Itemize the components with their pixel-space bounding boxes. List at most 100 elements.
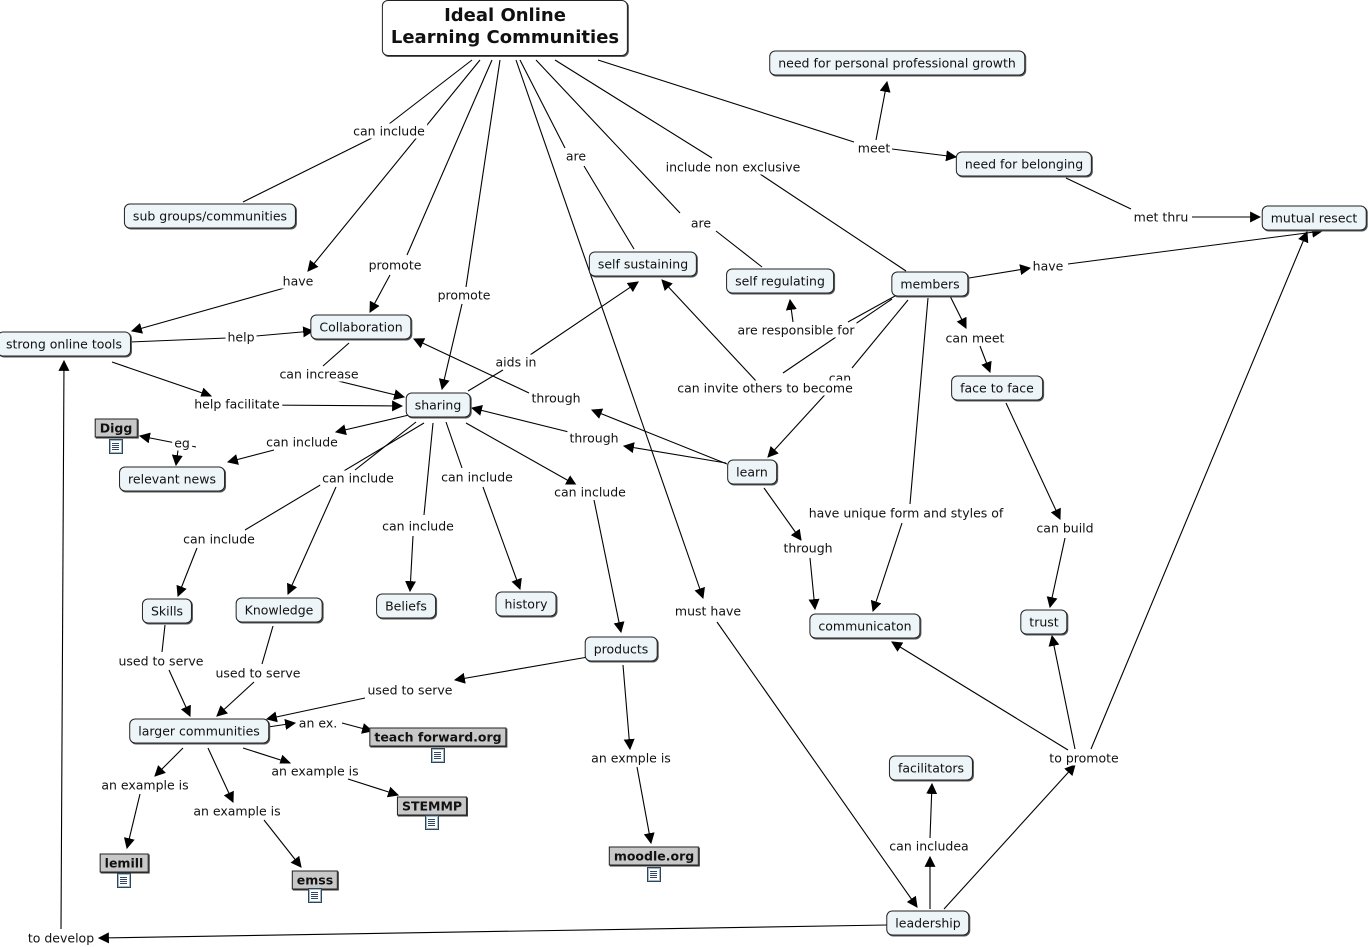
connector-line [465,59,501,288]
link-can-include: can include [264,434,340,450]
connector-line [261,625,274,665]
node-communication[interactable]: communicaton [809,613,921,639]
link-an-exmple-is: an exmple is [589,750,673,766]
connector-line [347,778,400,798]
connector-line [111,361,213,398]
link-can-include: can include [439,469,515,485]
connector-line [207,747,234,803]
link-an-example-is: an example is [191,803,283,819]
connector-line [465,422,577,486]
connector-line [636,766,655,845]
link-can-build: can build [1034,520,1096,536]
connector-line [168,669,191,718]
connector-line [334,414,410,436]
node-self-sustaining[interactable]: self sustaining [588,251,698,277]
connector-line [622,442,727,464]
connector-line [851,299,909,369]
node-sharing[interactable]: sharing [405,392,471,418]
connector-line [875,80,891,141]
connector-line [257,400,404,412]
connector-line [519,59,566,149]
node-leadership[interactable]: leadership [886,910,970,936]
connector-line [909,297,929,505]
link-promote: promote [366,257,424,273]
node-history[interactable]: history [495,591,557,617]
node-mutual-respect[interactable]: mutual resect [1261,205,1367,231]
node-self-regulating[interactable]: self regulating [726,268,834,294]
lemill-resource-icon[interactable] [117,873,131,888]
connector-line [1005,402,1061,520]
connector-line [307,59,481,272]
node-facilitators[interactable]: facilitators [888,755,974,781]
connector-line [715,230,763,268]
connector-line [341,722,374,734]
connector-line [785,298,797,323]
node-need-growth[interactable]: need for personal professional growth [769,50,1025,76]
link-through: through [781,540,835,556]
node-larger-communities[interactable]: larger communities [129,718,269,744]
node-moodle[interactable]: moodle.org [608,846,700,866]
connector-line [847,295,896,323]
connector-line [129,337,228,343]
link-can-include: can include [380,518,456,534]
link-an-ex: an ex. [296,715,340,731]
connector-line [388,59,473,125]
node-strong-tools[interactable]: strong online tools [0,331,132,357]
link-can-increase: can increase [277,366,361,382]
node-trust[interactable]: trust [1020,609,1068,635]
connector-line [870,522,903,613]
connector-line [58,359,70,930]
link-can-include: can include [320,470,396,486]
node-collaboration[interactable]: Collaboration [310,314,412,340]
connector-line [661,279,758,383]
connector-line [1067,226,1324,265]
node-emss[interactable]: emss [291,870,339,890]
digg-resource-icon[interactable] [109,439,123,454]
map-title[interactable]: Ideal Online Learning Communities [381,0,629,56]
link-have: have [1030,258,1066,274]
connector-line [242,747,292,766]
connector-line [767,386,833,458]
node-skills[interactable]: Skills [141,598,193,624]
connector-line [171,449,183,467]
link-used-to-serve: used to serve [116,653,206,669]
node-digg[interactable]: Digg [94,418,138,438]
stemmp-resource-icon[interactable] [425,815,439,830]
link-have-unique-form: have unique form and styles of [806,505,1006,521]
connector-line [406,59,493,256]
link-have: have [280,273,316,289]
connector-line [322,342,350,367]
link-promote: promote [435,287,493,303]
connector-line [593,499,625,634]
moodle-resource-icon[interactable] [647,867,661,882]
connector-line [176,547,198,598]
node-learn[interactable]: learn [727,459,777,485]
connector-line [554,59,713,159]
emss-resource-icon[interactable] [308,888,322,903]
node-sub-groups[interactable]: sub groups/communities [123,203,297,229]
connector-line [968,264,1032,279]
link-are: are [563,148,589,164]
teach-forward-resource-icon[interactable] [431,748,445,763]
node-lemill[interactable]: lemill [99,853,149,873]
link-to-promote: to promote [1047,750,1121,766]
connector-line [423,422,434,516]
connector-line [759,173,907,272]
connector-line [267,719,297,730]
link-through: through [529,390,583,406]
connector-line [287,486,337,596]
node-face-to-face[interactable]: face to face [951,375,1043,401]
node-need-belonging[interactable]: need for belonging [955,151,1093,177]
node-relevant-news[interactable]: relevant news [119,466,225,492]
link-can-meet: can meet [943,330,1007,346]
node-stemmp[interactable]: STEMMP [396,796,468,816]
node-teach-forward[interactable]: teach forward.org [369,727,507,747]
connector-line [926,782,938,839]
node-beliefs[interactable]: Beliefs [376,593,436,619]
node-knowledge[interactable]: Knowledge [235,597,323,623]
node-members[interactable]: members [891,271,969,297]
node-products[interactable]: products [584,636,658,662]
connector-line [891,641,1069,751]
connector-line [413,338,530,394]
